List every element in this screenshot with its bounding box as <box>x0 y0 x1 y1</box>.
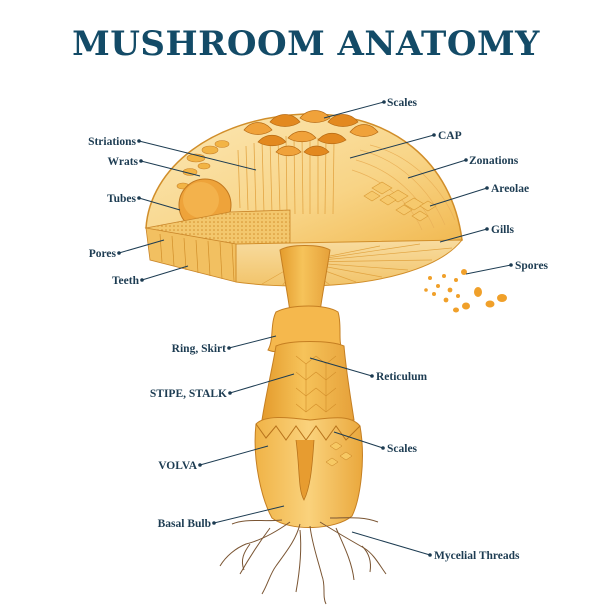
label-spores: Spores <box>515 260 549 272</box>
volva-split <box>295 439 315 501</box>
stem <box>254 245 363 528</box>
label-volva: VOLVA <box>158 460 197 472</box>
label-teeth: Teeth <box>112 275 140 287</box>
mycelial-threads <box>219 517 387 605</box>
stem-upper <box>279 245 331 313</box>
page-title: MUSHROOM ANATOMY <box>72 24 540 64</box>
cap-scales <box>243 110 379 157</box>
label-areolae: Areolae <box>491 183 529 195</box>
label-cap: CAP <box>438 130 462 142</box>
label-wrats: Wrats <box>108 156 139 168</box>
leader-lines <box>117 100 513 557</box>
cap-areolae <box>363 181 437 222</box>
labels: Scales CAP Zonations Areolae Gills Spore… <box>88 97 548 562</box>
cap-gills <box>235 239 464 287</box>
label-basal-bulb: Basal Bulb <box>158 518 211 530</box>
label-reticulum: Reticulum <box>376 371 428 383</box>
label-gills: Gills <box>491 224 515 236</box>
label-tubes: Tubes <box>107 193 137 205</box>
label-stipe-stalk: STIPE, STALK <box>150 388 227 400</box>
label-scales-top: Scales <box>387 97 418 109</box>
label-mycelial-threads: Mycelial Threads <box>434 550 520 562</box>
label-ring-skirt: Ring, Skirt <box>172 343 226 355</box>
label-scales-volva: Scales <box>387 443 418 455</box>
stipe-reticulum <box>295 355 337 413</box>
label-striations: Striations <box>88 136 136 148</box>
spores <box>424 269 507 313</box>
label-zonations: Zonations <box>469 155 519 167</box>
label-pores: Pores <box>89 248 117 260</box>
stipe-stalk <box>261 341 355 421</box>
volva-scales <box>325 441 353 467</box>
